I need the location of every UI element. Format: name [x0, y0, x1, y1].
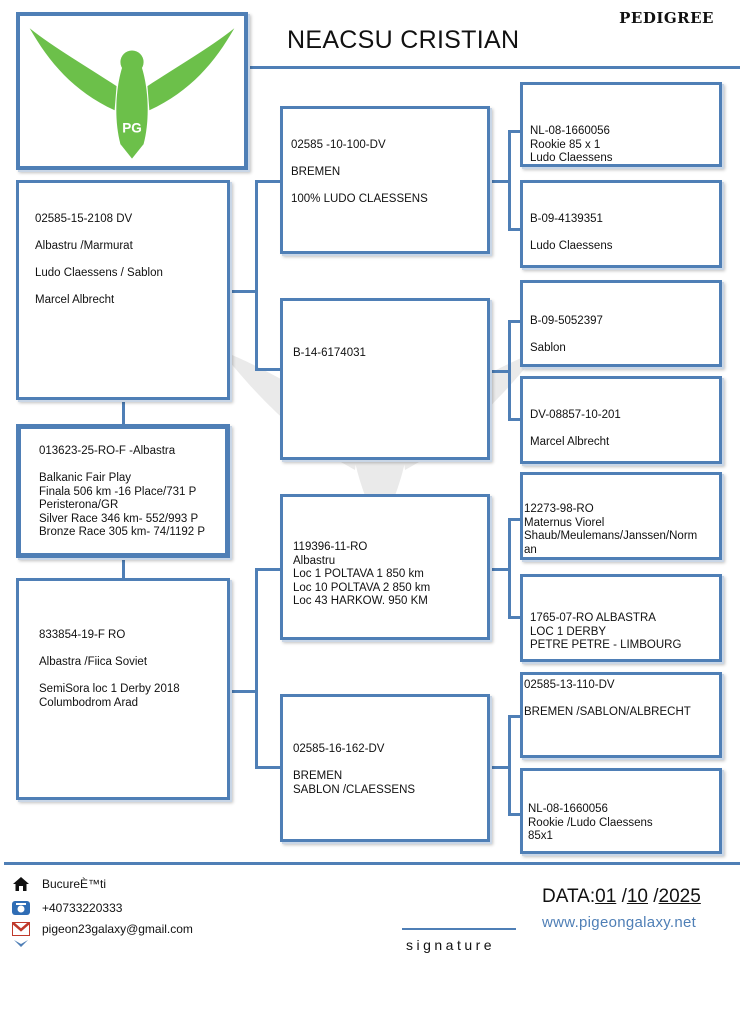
date-day: 01	[595, 886, 617, 907]
ggp-sss-info: NL-08-1660056 Rookie 85 x 1 Ludo Claesse…	[530, 125, 613, 164]
footer-phone: +40733220333	[10, 900, 122, 916]
owner-name: NEACSU CRISTIAN	[287, 26, 520, 54]
ggp-ddd-box: NL-08-1660056 Rookie /Ludo Claessens 85x…	[520, 768, 722, 854]
ggp-sdd-info: DV-08857-10-201 Marcel Albrecht	[530, 409, 621, 448]
ggp-ssd-info: B-09-4139351 Ludo Claessens	[530, 213, 613, 252]
date-year: 2025	[658, 886, 701, 907]
footer-rule	[4, 862, 740, 865]
granddam-sire-info: B-14-6174031	[293, 347, 366, 359]
ggp-ddd-info: NL-08-1660056 Rookie /Ludo Claessens 85x…	[528, 803, 653, 842]
signature-label: signature	[406, 937, 496, 953]
logo-box: PG	[16, 12, 248, 170]
grandsire-sire-box: 02585 -10-100-DV BREMEN 100% LUDO CLAESS…	[280, 106, 490, 254]
home-icon	[10, 876, 32, 892]
ggp-sdd-box: DV-08857-10-201 Marcel Albrecht	[520, 376, 722, 464]
gmail-icon	[10, 922, 32, 936]
ggp-ssd-box: B-09-4139351 Ludo Claessens	[520, 180, 722, 268]
website-link[interactable]: www.pigeongalaxy.net	[542, 914, 697, 931]
ggp-dds-box: 02585-13-110-DV BREMEN /SABLON/ALBRECHT	[520, 672, 722, 758]
granddam-dam-info: 02585-16-162-DV BREMEN SABLON /CLAESSENS	[293, 743, 416, 796]
grandsire-dam-box: 119396-11-RO Albastru Loc 1 POLTAVA 1 85…	[280, 494, 490, 640]
city-text: BucureÈ™ti	[42, 877, 107, 891]
footer-extra	[10, 938, 42, 948]
pigeon-box: 013623-25-RO-F -Albastra Balkanic Fair P…	[16, 424, 230, 558]
signature-line	[402, 928, 516, 930]
grandsire-dam-info: 119396-11-RO Albastru Loc 1 POLTAVA 1 85…	[293, 541, 431, 607]
date-sep-1: /	[621, 886, 627, 907]
pedigree-label: PEDIGREE	[619, 9, 714, 27]
sire-box: 02585-15-2108 DV Albastru /Marmurat Ludo…	[16, 180, 230, 400]
date-sep-2: /	[653, 886, 659, 907]
date-field: DATA:01 /10 /2025	[542, 886, 701, 908]
ggp-sss-box: NL-08-1660056 Rookie 85 x 1 Ludo Claesse…	[520, 82, 722, 167]
eagle-logo-icon: PG	[29, 28, 235, 159]
ggp-dsd-box: 1765-07-RO ALBASTRA LOC 1 DERBY PETRE PE…	[520, 574, 722, 662]
phone-icon	[10, 900, 32, 916]
email-text: pigeon23galaxy@gmail.com	[42, 922, 193, 936]
footer-email: pigeon23galaxy@gmail.com	[10, 922, 193, 936]
ggp-dss-info: 12273-98-RO Maternus Viorel Shaub/Meulem…	[524, 503, 698, 556]
grandsire-sire-info: 02585 -10-100-DV BREMEN 100% LUDO CLAESS…	[291, 139, 428, 205]
pigeon-info: 013623-25-RO-F -Albastra Balkanic Fair P…	[39, 445, 205, 538]
ggp-dsd-info: 1765-07-RO ALBASTRA LOC 1 DERBY PETRE PE…	[530, 612, 682, 651]
dam-box: 833854-19-F RO Albastra /Fiica Soviet Se…	[16, 578, 230, 800]
date-month: 10	[626, 886, 648, 907]
granddam-sire-box: B-14-6174031	[280, 298, 490, 460]
logo-text: PG	[122, 121, 142, 136]
ggp-dds-info: 02585-13-110-DV BREMEN /SABLON/ALBRECHT	[524, 679, 691, 718]
header-rule	[250, 66, 740, 69]
bird-icon	[10, 938, 32, 948]
dam-info: 833854-19-F RO Albastra /Fiica Soviet Se…	[39, 629, 180, 709]
ggp-dss-box: 12273-98-RO Maternus Viorel Shaub/Meulem…	[520, 472, 722, 560]
sire-info: 02585-15-2108 DV Albastru /Marmurat Ludo…	[35, 213, 163, 306]
phone-text: +40733220333	[42, 901, 123, 915]
date-label: DATA:	[542, 886, 596, 907]
footer-city: BucureÈ™ti	[10, 876, 106, 892]
ggp-sds-box: B-09-5052397 Sablon	[520, 280, 722, 367]
granddam-dam-box: 02585-16-162-DV BREMEN SABLON /CLAESSENS	[280, 694, 490, 842]
ggp-sds-info: B-09-5052397 Sablon	[530, 315, 603, 354]
